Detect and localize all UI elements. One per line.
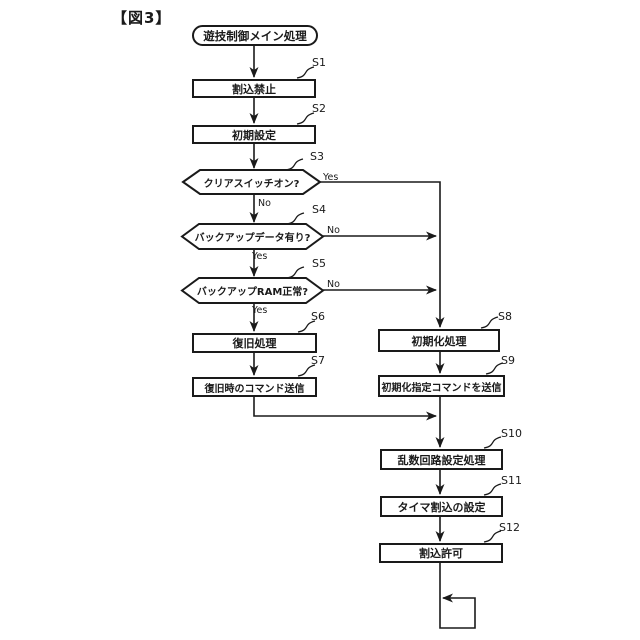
step-s2-box: 初期設定 [192,125,316,144]
step-s11-id: S11 [501,474,522,487]
step-s2-label: 初期設定 [232,128,276,142]
step-s3-id: S3 [310,150,324,163]
step-s4-id: S4 [312,203,326,216]
decision-s3-hexagon [181,169,322,195]
branch-s3-no: No [258,198,271,209]
branch-s4-yes: Yes [252,251,268,262]
step-s3-label: クリアスイッチオン? [203,178,300,190]
decision-s5-hexagon [180,277,325,304]
step-s10-box: 乱数回路設定処理 [380,449,503,470]
edge-s3-yes-s8 [320,181,445,328]
step-s4-decision: バックアップデータ有り? [182,224,323,249]
step-s12-box: 割込許可 [379,543,503,563]
step-s10-label: 乱数回路設定処理 [397,453,486,467]
step-s9-label: 初期化指定コマンドを送信 [381,382,502,394]
step-s6-box: 復旧処理 [192,333,317,353]
step-s6-label: 復旧処理 [232,337,277,350]
step-s7-box: 復旧時のコマンド送信 [192,377,317,397]
step-s5-decision: バックアップRAM正常? [182,278,323,303]
start-node-label: 遊技制御メイン処理 [203,28,307,43]
decision-s4-hexagon [180,223,325,250]
figure-label: 【図3】 [112,9,172,27]
step-s11-label: タイマ割込の設定 [397,500,486,514]
branch-s4-no: No [327,225,340,236]
branch-s3-yes: Yes [323,172,339,183]
step-s4-label: バックアップデータ有り? [194,233,311,244]
step-s1-label: 割込禁止 [232,82,276,96]
step-s12-label: 割込許可 [419,547,463,560]
step-s9-box: 初期化指定コマンドを送信 [378,375,505,397]
step-s1-box: 割込禁止 [192,79,316,98]
step-s12-id: S12 [499,521,520,534]
step-s10-id: S10 [501,427,522,440]
step-s7-id: S7 [311,354,325,367]
step-s6-id: S6 [311,310,325,323]
step-s11-box: タイマ割込の設定 [380,496,503,517]
step-s1-id: S1 [312,56,326,69]
step-s9-id: S9 [501,354,515,367]
step-s2-id: S2 [312,102,326,115]
step-s8-id: S8 [498,310,512,323]
step-s8-box: 初期化処理 [378,329,500,352]
step-s8-label: 初期化処理 [411,334,467,348]
start-node: 遊技制御メイン処理 [192,25,318,46]
step-s5-id: S5 [312,257,326,270]
step-s5-label: バックアップRAM正常? [196,287,309,298]
step-s7-label: 復旧時のコマンド送信 [204,383,305,395]
step-label-leaders [285,66,504,543]
branch-s5-no: No [327,279,340,290]
step-s3-decision: クリアスイッチオン? [183,170,320,194]
edge-s7-merge [253,397,437,421]
edge-s12-loop [439,563,476,629]
branch-s5-yes: Yes [252,305,268,316]
